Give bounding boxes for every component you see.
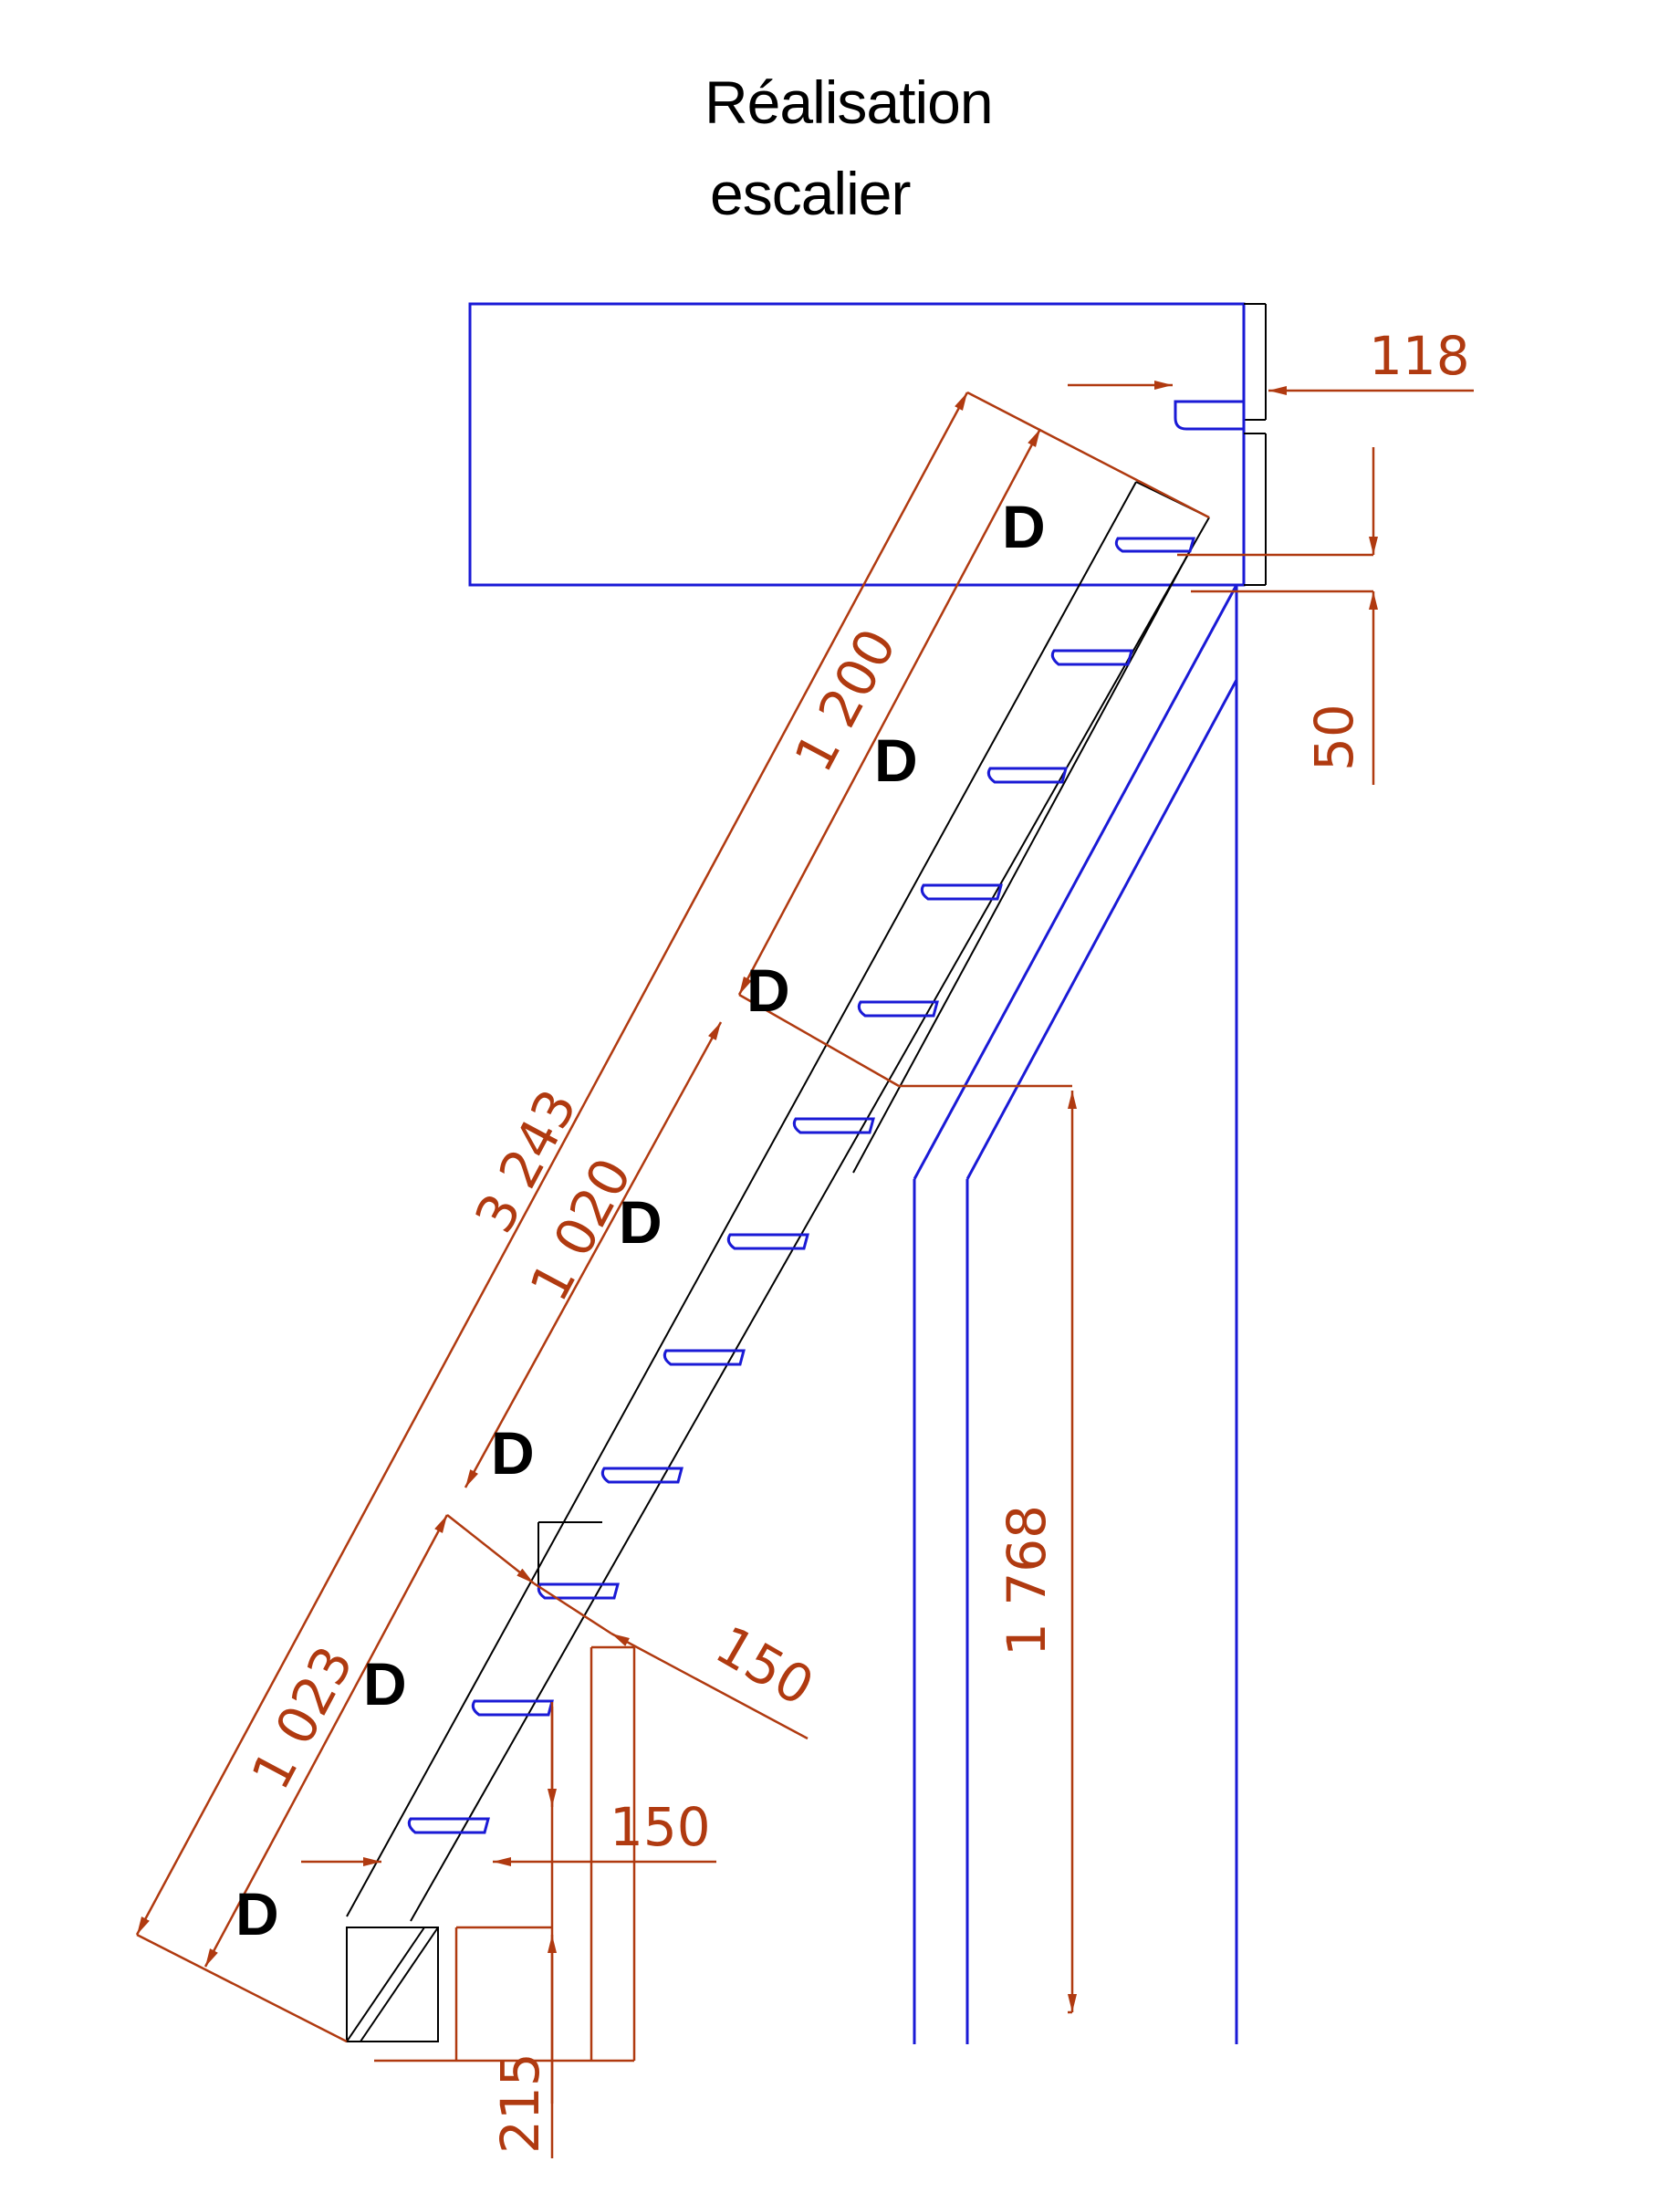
dim-tread-horiz: 150 [610,1796,711,1858]
dim-base: 215 [489,2052,551,2154]
marker-d: D [1002,493,1046,560]
dim-offset-vertical: 50 [1303,704,1365,771]
dim-offset-top: 118 [1369,325,1470,387]
title-line-1: Réalisation [704,68,994,136]
marker-d: D [746,956,790,1024]
marker-d: D [491,1419,535,1487]
wall-outline [913,584,1238,2044]
marker-d: D [874,726,918,794]
dimension-labels: 118 50 1 200 3 243 1 020 1 023 1 768 150… [239,325,1469,2154]
upper-floor-outline [468,302,1267,587]
marker-d: D [235,1880,279,1948]
d-markers: D D D D D D D [235,493,1046,1948]
dim-height: 1 768 [996,1505,1058,1656]
marker-d: D [619,1188,663,1256]
dimension-lines [135,381,1474,2158]
dim-bottom-segment: 1 023 [239,1636,365,1800]
stair-stringer [346,481,1210,2042]
title-line-2: escalier [710,160,911,227]
dim-tread-diag: 150 [705,1613,824,1718]
marker-d: D [363,1650,407,1718]
